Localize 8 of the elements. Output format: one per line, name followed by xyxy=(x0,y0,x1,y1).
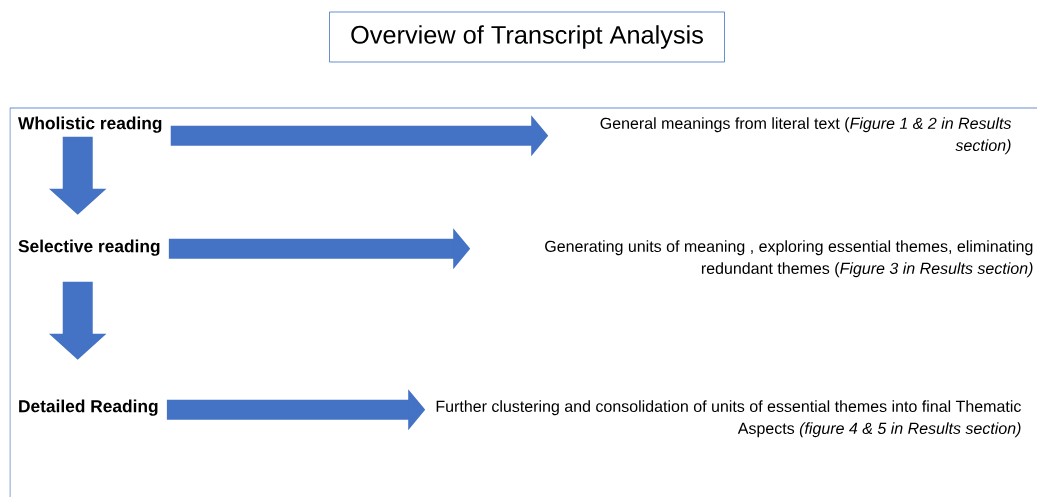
step-label: Detailed Reading xyxy=(19,399,158,416)
description-text: Generating units of meaning , exploring essential themes, eliminating redundant themes (Figure 3 in Results section) xyxy=(545,240,1033,278)
description-text: Further clustering and consolidation of units of essential themes into final Thematic Aspects (figure 4 & 5 in Results section) xyxy=(436,400,1021,438)
step-label: Wholistic reading xyxy=(18,116,162,133)
frame-box xyxy=(9,107,1037,497)
title-box: Overview of Transcript Analysis xyxy=(329,11,725,63)
description-text: General meanings from literal text (Figure 1 & 2 in Results section) xyxy=(600,117,1012,155)
step-label: Selective reading xyxy=(18,239,160,256)
